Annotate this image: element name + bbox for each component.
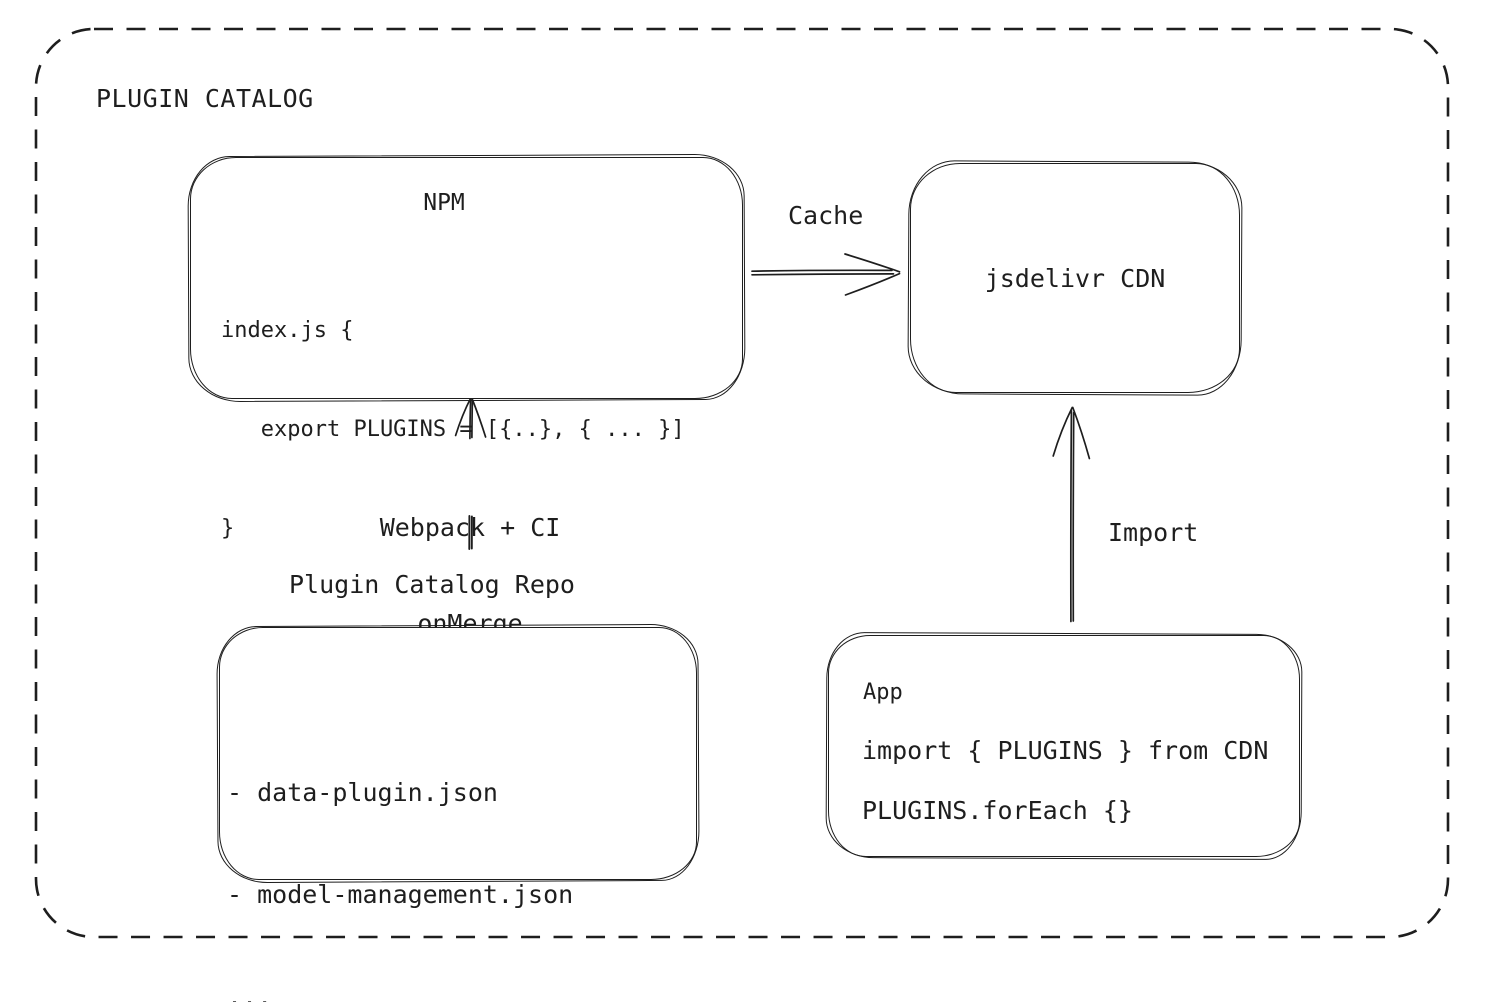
code-line: index.js { (221, 318, 354, 343)
npm-node-title: NPM (423, 190, 465, 216)
code-line: import { PLUGINS } from CDN (862, 736, 1269, 765)
import-arrow (1052, 406, 1091, 623)
diagram-title: PLUGIN CATALOG (96, 84, 314, 113)
app-node-title: App (863, 680, 903, 705)
build-arrow (454, 396, 487, 440)
code-line: export PLUGINS = [{..}, { ... }] (221, 417, 685, 442)
repo-file-item: ... (227, 982, 273, 1002)
build-connector-line (468, 515, 473, 550)
repo-node-title: Plugin Catalog Repo (289, 570, 575, 599)
code-line: } (221, 516, 235, 541)
code-line: PLUGINS.forEach {} (862, 796, 1133, 825)
import-edge-label: Import (1108, 518, 1199, 547)
repo-file-item: - data-plugin.json (227, 778, 498, 807)
repo-file-item: - model-management.json (227, 880, 574, 909)
build-edge-label-line1: Webpack + CI (379, 513, 561, 542)
npm-code-block: index.js { export PLUGINS = [{..}, { ...… (221, 248, 685, 611)
build-edge-label: Webpack + CI onMerge (353, 448, 587, 704)
cdn-node-label: jsdelivr CDN (984, 263, 1166, 293)
node-app: App import { PLUGINS } from CDN PLUGINS.… (828, 635, 1300, 857)
node-jsdelivr-cdn: jsdelivr CDN (910, 163, 1240, 393)
node-npm: NPM index.js { export PLUGINS = [{..}, {… (190, 157, 743, 541)
cache-edge-label: Cache (788, 201, 864, 230)
cache-arrow (751, 253, 901, 296)
node-plugin-catalog-repo: - data-plugin.json - model-management.js… (219, 627, 697, 1002)
repo-file-list: - data-plugin.json - model-management.js… (227, 708, 573, 1002)
